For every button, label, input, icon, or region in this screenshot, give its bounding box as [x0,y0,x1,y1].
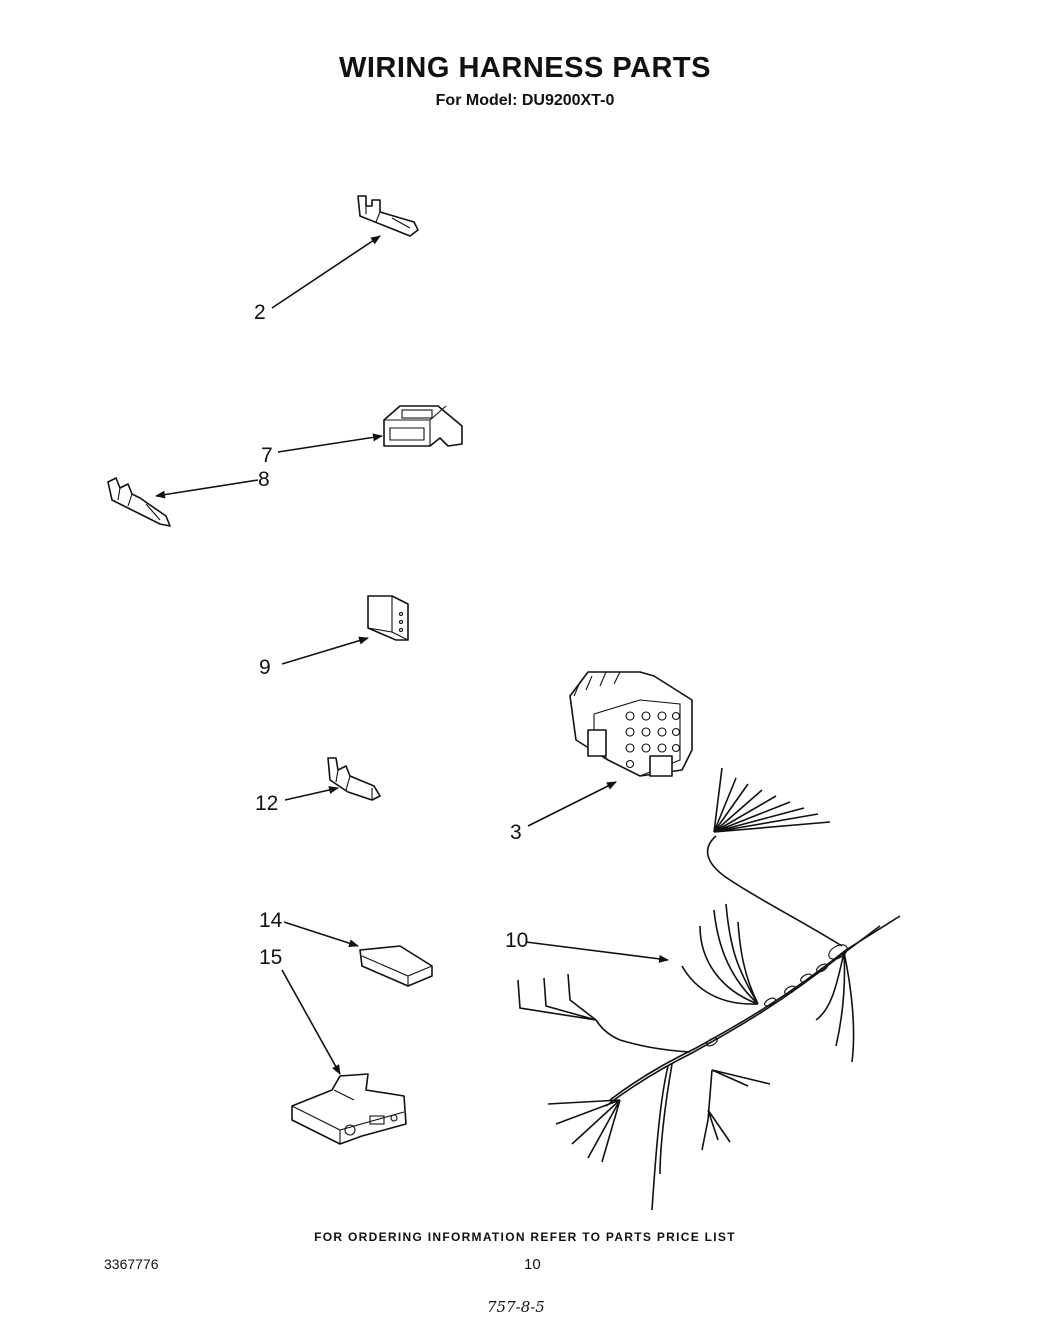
callout-3: 3 [510,821,522,844]
model-subtitle: For Model: DU9200XT-0 [435,92,615,109]
callout-15: 15 [259,946,283,969]
part-10-wiring-harness [517,767,901,1211]
ordering-footer: FOR ORDERING INFORMATION REFER TO PARTS … [314,1230,736,1244]
part-9-connector-block [281,595,409,665]
part-14-connector [283,921,433,987]
part-3-large-connector [527,671,693,827]
callout-14: 14 [259,909,283,932]
part-15-connector [281,969,407,1145]
callout-8: 8 [258,468,270,491]
callout-10: 10 [505,929,529,952]
callout-7: 7 [261,444,273,467]
document-number: 3367776 [104,1256,159,1272]
callout-2: 2 [254,301,266,324]
part-2-terminal [271,195,419,309]
page-number: 10 [524,1256,541,1273]
part-7-connector-housing [277,405,463,453]
callout-12: 12 [255,792,279,815]
part-12-terminal [284,757,381,801]
page-title: WIRING HARNESS PARTS [339,52,711,84]
part-8-terminal [107,477,259,527]
callout-9: 9 [259,656,271,679]
handwritten-note: 757-8-5 [487,1298,545,1316]
